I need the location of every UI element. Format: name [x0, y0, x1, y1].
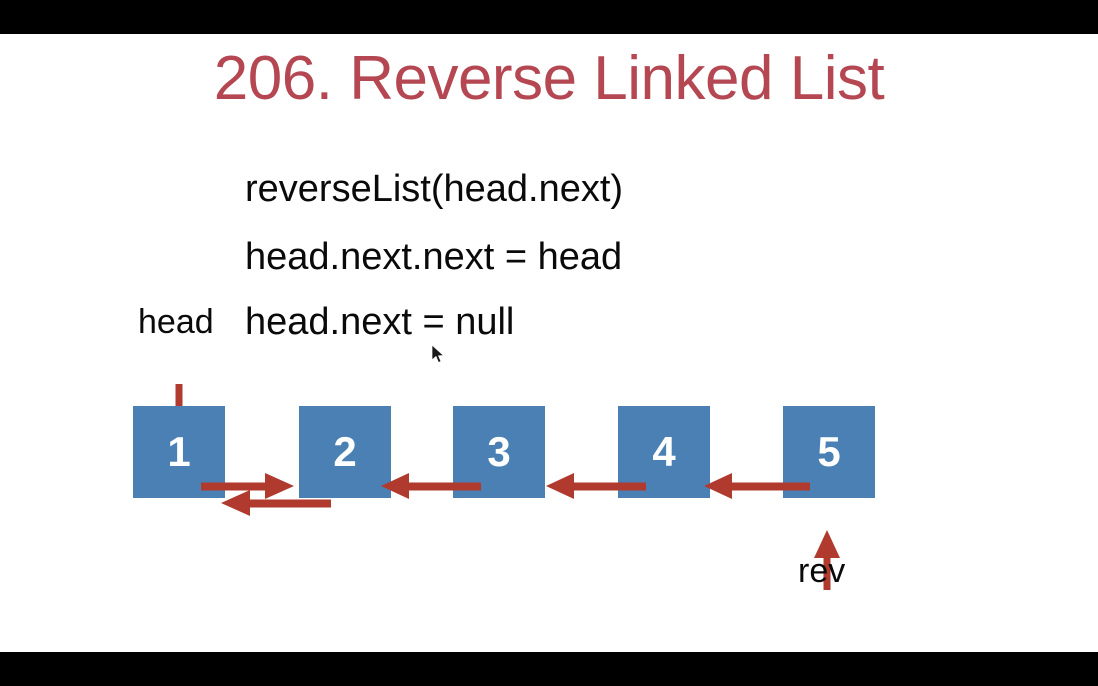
link-arrow-4-to-3-icon	[544, 471, 646, 501]
code-line-3: head.next = null	[245, 301, 515, 343]
link-arrow-1-to-2-icon	[201, 471, 296, 501]
rev-pointer-arrow-icon	[812, 528, 842, 590]
code-line-1: reverseList(head.next)	[245, 168, 624, 210]
list-node-value: 4	[652, 428, 676, 475]
page-title: 206. Reverse Linked List	[213, 44, 885, 113]
pointer-label-rev: rev	[798, 552, 846, 590]
list-node-value: 5	[817, 428, 841, 475]
list-node-2[interactable]: 2	[299, 406, 391, 498]
mouse-cursor-icon	[431, 344, 446, 365]
letterbox-top-bar	[0, 0, 1098, 34]
link-arrow-5-to-4-icon	[702, 471, 810, 501]
code-line-2: head.next.next = head	[245, 236, 623, 278]
list-node-value: 1	[167, 428, 191, 475]
pointer-label-head: head	[138, 303, 214, 341]
link-arrow-2-to-1-icon	[219, 488, 331, 518]
list-node-value: 2	[333, 428, 357, 475]
link-arrow-3-to-2-icon	[379, 471, 481, 501]
slide-canvas	[0, 34, 1098, 652]
list-node-value: 3	[487, 428, 511, 475]
letterbox-bottom-bar	[0, 652, 1098, 686]
